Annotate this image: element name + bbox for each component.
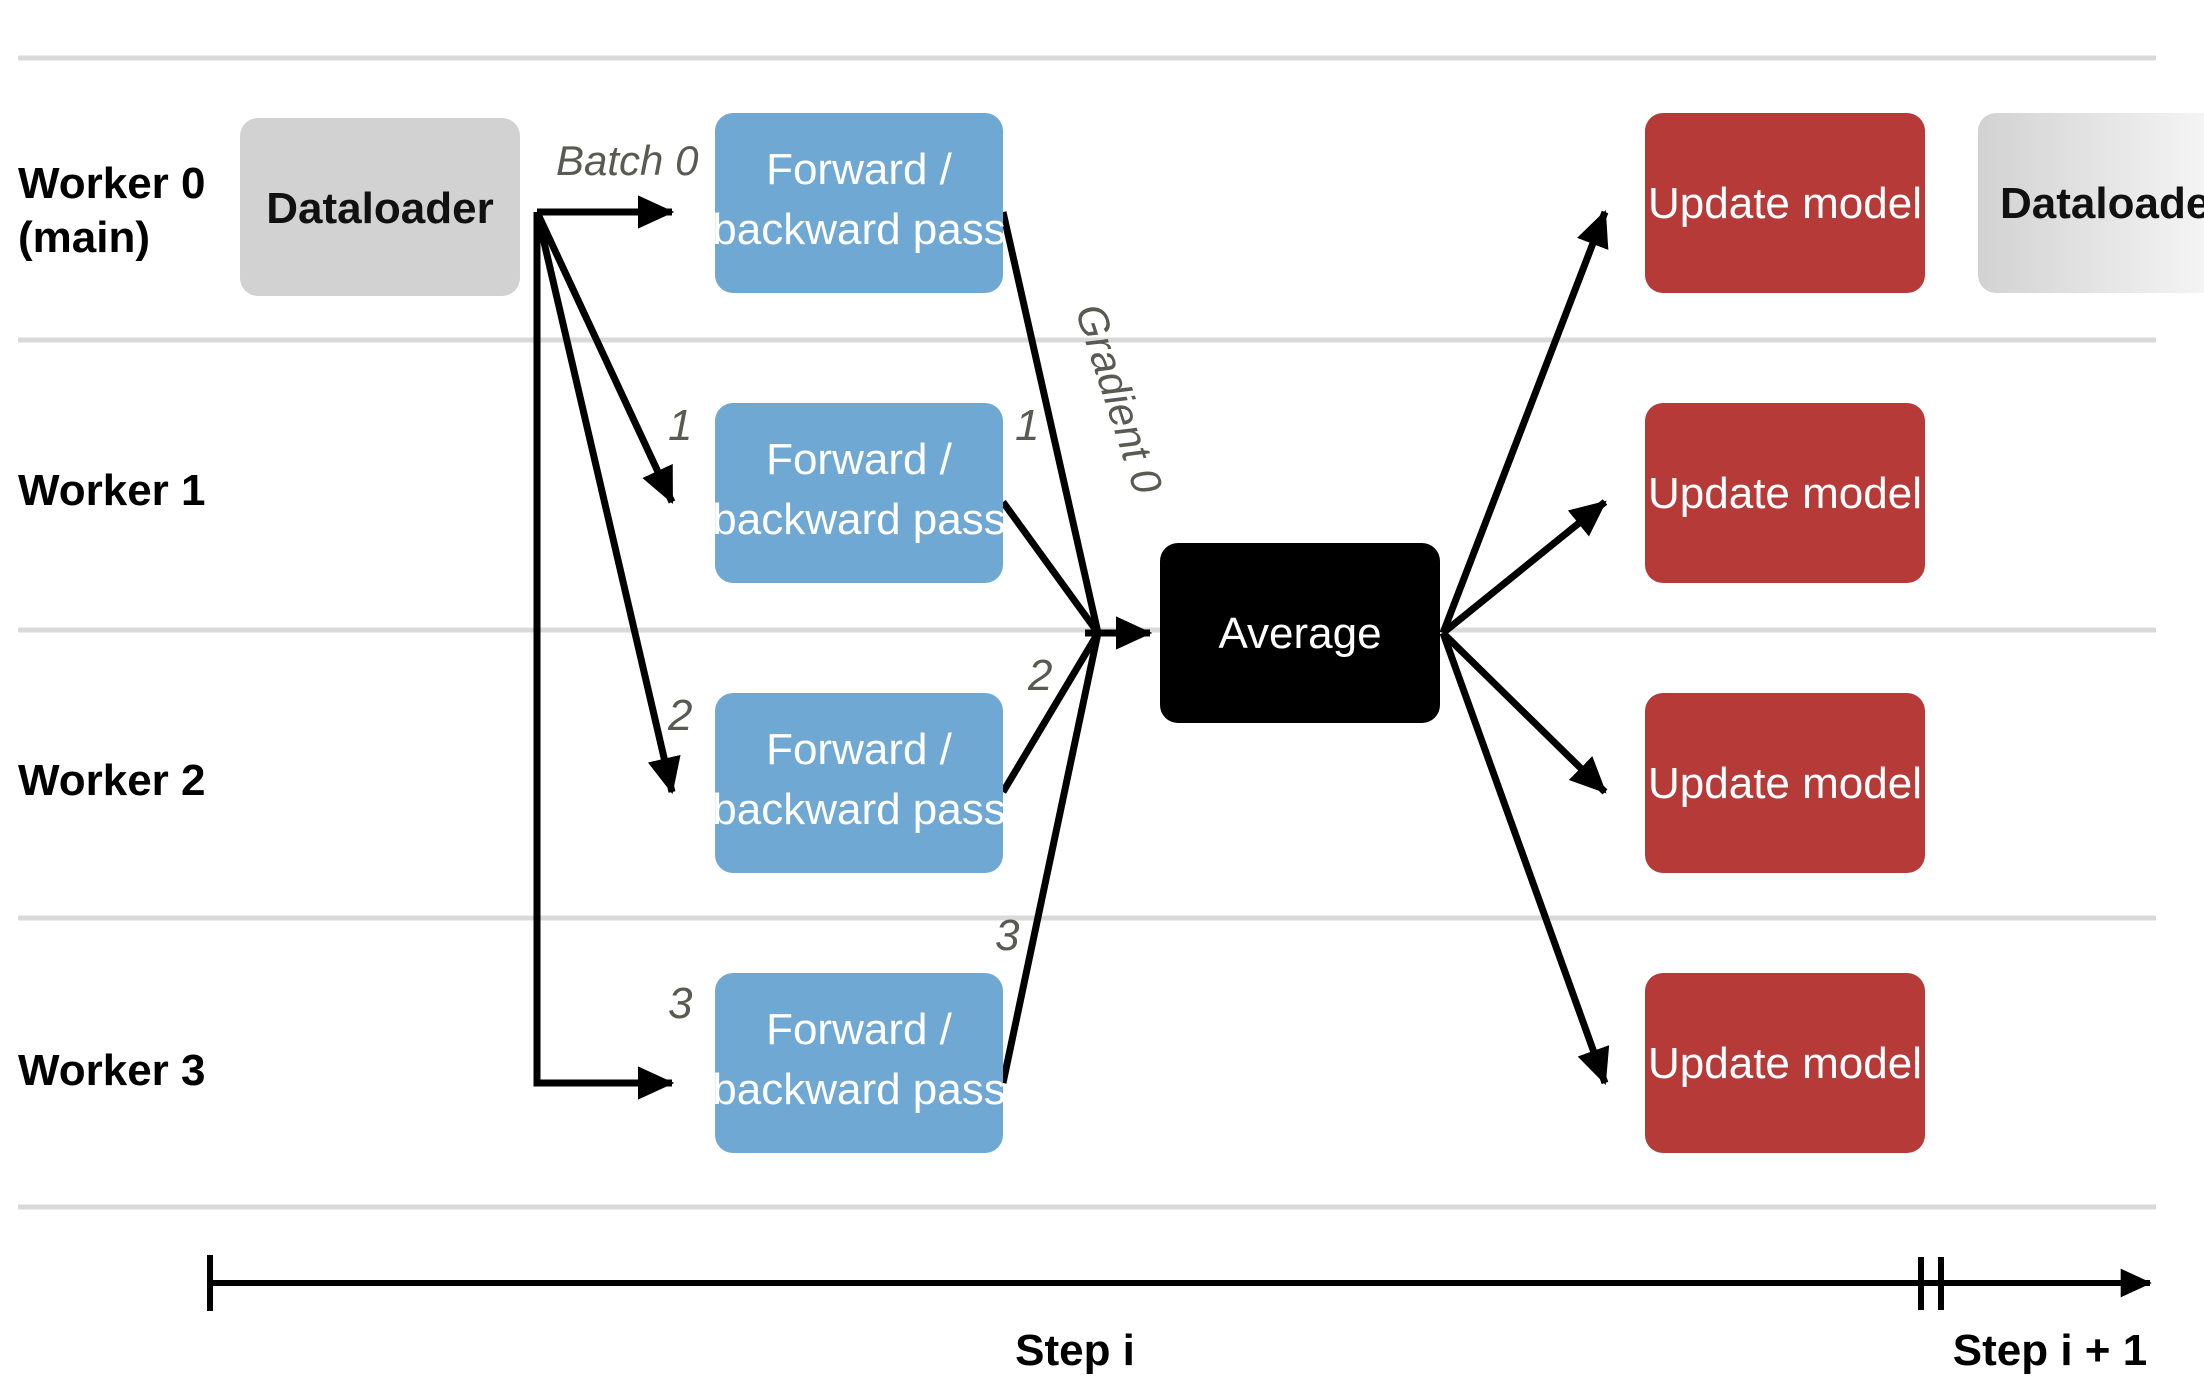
forward-box-3-line2: backward pass [712, 1065, 1005, 1114]
node-average[interactable]: Average [1160, 543, 1440, 723]
node-forward-backward-3[interactable]: Forward / backward pass [712, 973, 1006, 1153]
forward-box-1-line1: Forward / [766, 435, 953, 484]
edge-label-batch-1: 1 [668, 401, 692, 450]
forward-box-0-line2: backward pass [712, 205, 1005, 254]
update-label-1: Update model [1648, 469, 1922, 518]
row-label-worker-0: Worker 0 (main) [18, 159, 206, 262]
forward-box-1-line2: backward pass [712, 495, 1005, 544]
edge-gradient-2 [999, 631, 1102, 794]
forward-box-2[interactable] [715, 693, 1003, 873]
update-box-0[interactable] [1645, 113, 1925, 293]
update-label-0: Update model [1648, 179, 1922, 228]
update-label-3: Update model [1648, 1039, 1922, 1088]
row-label-worker-1: Worker 1 [18, 466, 206, 515]
timeline-label-step-i: Step i [1015, 1326, 1135, 1375]
node-update-model-3[interactable]: Update model [1645, 973, 1925, 1153]
forward-box-1[interactable] [715, 403, 1003, 583]
forward-box-3[interactable] [715, 973, 1003, 1153]
edge-batch-2 [533, 211, 681, 795]
edge-gradient-0 [999, 211, 1102, 634]
edge-update-2 [1440, 630, 1608, 795]
node-dataloader-next-step[interactable]: Dataloader [1978, 113, 2204, 293]
edge-label-batch-2: 2 [667, 691, 692, 740]
edge-gradient-1 [1000, 499, 1101, 636]
edge-label-gradient-0: Gradient 0 [1066, 298, 1172, 500]
dataloader-next-label: Dataloader [2000, 179, 2204, 228]
update-edges [1439, 209, 1610, 1086]
dataloader-label: Dataloader [266, 184, 493, 233]
node-forward-backward-0[interactable]: Forward / backward pass [712, 113, 1006, 293]
forward-box-2-line2: backward pass [712, 785, 1005, 834]
row-label-worker-0-line1: Worker 0 [18, 159, 206, 208]
batch-distribution-edges [533, 195, 681, 1100]
forward-box-0[interactable] [715, 113, 1003, 293]
node-update-model-2[interactable]: Update model [1645, 693, 1925, 873]
average-label: Average [1218, 609, 1381, 658]
edge-update-3 [1439, 631, 1610, 1086]
edge-batch-1 [533, 210, 676, 504]
node-forward-backward-2[interactable]: Forward / backward pass [712, 693, 1006, 873]
forward-box-3-line1: Forward / [766, 1005, 953, 1054]
timeline-label-step-i-plus-1: Step i + 1 [1953, 1326, 2147, 1375]
edge-batch-3 [533, 212, 675, 1100]
update-box-2[interactable] [1645, 693, 1925, 873]
row-label-worker-3: Worker 3 [18, 1046, 206, 1095]
node-update-model-0[interactable]: Update model [1645, 113, 1925, 293]
edge-label-grad-2: 2 [1027, 651, 1052, 700]
node-update-model-1[interactable]: Update model [1645, 403, 1925, 583]
forward-box-0-line1: Forward / [766, 145, 953, 194]
update-box-3[interactable] [1645, 973, 1925, 1153]
forward-box-2-line1: Forward / [766, 725, 953, 774]
gradient-edges [999, 211, 1153, 1084]
node-forward-backward-1[interactable]: Forward / backward pass [712, 403, 1006, 583]
row-label-worker-2: Worker 2 [18, 756, 206, 805]
dataloader-next-box[interactable] [1978, 113, 2204, 293]
average-box[interactable] [1160, 543, 1440, 723]
edge-label-grad-1: 1 [1015, 401, 1039, 450]
edge-update-1 [1440, 499, 1608, 636]
update-box-1[interactable] [1645, 403, 1925, 583]
edge-update-0 [1439, 209, 1609, 635]
edge-label-batch-3: 3 [668, 979, 693, 1028]
edge-label-grad-3: 3 [995, 911, 1020, 960]
update-label-2: Update model [1648, 759, 1922, 808]
edge-label-batch-0: Batch 0 [556, 137, 699, 184]
edge-gradient-3 [999, 632, 1102, 1084]
row-label-worker-0-line2: (main) [18, 213, 150, 262]
dataloader-box[interactable] [240, 118, 520, 296]
timeline-axis: Step i Step i + 1 [207, 1255, 2152, 1375]
node-dataloader[interactable]: Dataloader [240, 118, 520, 296]
